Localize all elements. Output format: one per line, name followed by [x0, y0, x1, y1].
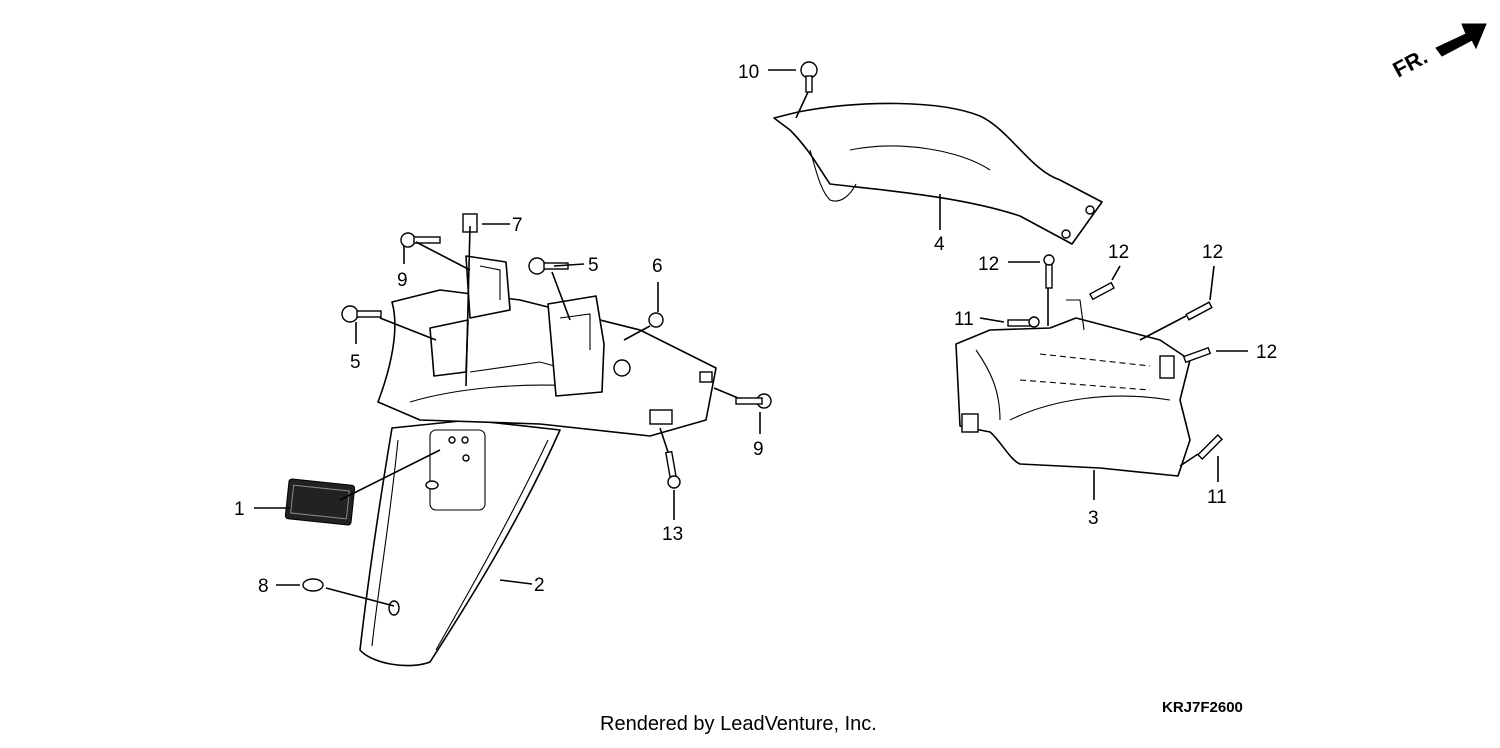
callout-12-right: 12	[1256, 342, 1277, 363]
callout-8: 8	[258, 576, 269, 597]
callouts: 1 2 3 4 5 5 6 7 8 9 9 10 11 11 12 12 12 …	[234, 62, 1277, 597]
leader-lines	[254, 69, 1248, 607]
callout-12-top-right: 12	[1202, 242, 1223, 263]
callout-10: 10	[738, 62, 759, 83]
reflector	[284, 478, 356, 526]
render-credit: Rendered by LeadVenture, Inc.	[600, 713, 877, 735]
callout-1: 1	[234, 499, 245, 520]
direction-arrow-icon	[1435, 23, 1487, 57]
callout-13: 13	[662, 524, 683, 545]
callout-5-left: 5	[350, 352, 361, 373]
front-direction-marker: FR.	[1389, 23, 1487, 83]
callout-12-left: 12	[978, 254, 999, 275]
callout-12-mid: 12	[1108, 242, 1129, 263]
hugger-cover	[773, 61, 1103, 245]
grommet	[302, 578, 324, 592]
callout-4: 4	[934, 234, 945, 255]
callout-11-upper: 11	[954, 309, 974, 330]
front-label: FR.	[1389, 44, 1432, 83]
callout-5-right: 5	[588, 255, 599, 276]
fender-upper-mount	[377, 255, 717, 437]
callout-11-lower: 11	[1207, 487, 1227, 508]
callout-7: 7	[512, 215, 523, 236]
callout-3: 3	[1088, 508, 1099, 529]
callout-9-right: 9	[753, 439, 764, 460]
callout-6: 6	[652, 256, 663, 277]
callout-2: 2	[534, 575, 545, 596]
diagram-code: KRJ7F2600	[1162, 699, 1243, 716]
inner-fender	[955, 254, 1224, 477]
callout-9-top: 9	[397, 270, 408, 291]
rear-fender	[359, 419, 561, 667]
